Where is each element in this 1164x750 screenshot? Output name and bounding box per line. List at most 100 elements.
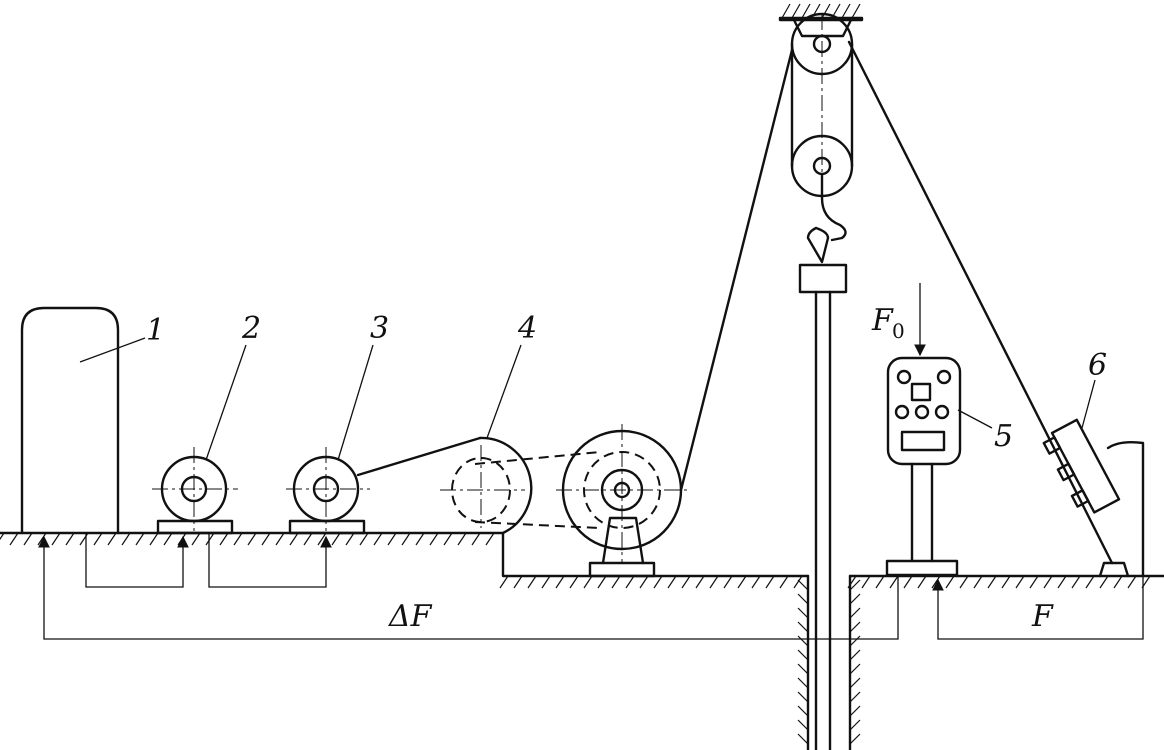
hatch-line (797, 663, 809, 675)
winch-drum (556, 424, 690, 578)
hook-icon (820, 173, 847, 242)
hatch-line (639, 575, 649, 589)
hatch-line (219, 532, 229, 546)
hatch-line (849, 733, 861, 745)
label-5: 5 (994, 419, 1013, 454)
hatch-line (849, 663, 861, 675)
hatch-line (903, 575, 913, 589)
hatch-line (429, 532, 439, 546)
hatch-line (841, 3, 851, 19)
hatch-line (737, 575, 747, 589)
hatch-line (667, 575, 677, 589)
hatch-line (849, 705, 861, 717)
hatch-line (471, 532, 481, 546)
leader-4 (486, 344, 522, 439)
hatch-line (849, 593, 861, 605)
hatch-line (1057, 575, 1067, 589)
hatch-line (889, 575, 899, 589)
hatch-line (415, 532, 425, 546)
hatch-line (261, 532, 271, 546)
hatch-line (875, 575, 885, 589)
hatch-line (861, 575, 871, 589)
hatch-line (107, 532, 117, 546)
hatch-line (797, 677, 809, 689)
hatch-line (177, 532, 187, 546)
hatch-line (779, 575, 789, 589)
label-6: 6 (1088, 348, 1107, 383)
gearbox-4 (356, 436, 601, 535)
hatch-line (387, 532, 397, 546)
hatch-line (555, 575, 565, 589)
hatch-line (849, 649, 861, 661)
hatch-line (345, 532, 355, 546)
hatch-line (797, 593, 809, 605)
hatch-line (611, 575, 621, 589)
label-1: 1 (146, 313, 165, 348)
controller-5 (885, 283, 962, 577)
hatch-line (65, 532, 75, 546)
hatch-line (791, 3, 801, 19)
label-4: 4 (517, 311, 537, 346)
hatch-line (1071, 575, 1081, 589)
hatch-line (849, 621, 861, 633)
hatch-line (289, 532, 299, 546)
hatch-line (797, 579, 809, 591)
hatch-line (37, 532, 47, 546)
hatch-line (797, 621, 809, 633)
hatch-line (275, 532, 285, 546)
hatch-line (765, 575, 775, 589)
hatch-line (373, 532, 383, 546)
well-shaft (797, 574, 861, 750)
hatch-line (1015, 575, 1025, 589)
hatch-line (1113, 575, 1123, 589)
hatch-line (797, 705, 809, 717)
hatch-line (303, 532, 313, 546)
hatch-line (163, 532, 173, 546)
label-2: 2 (241, 311, 261, 346)
hatch-line (973, 575, 983, 589)
hatch-line (797, 691, 809, 703)
hatch-line (233, 532, 243, 546)
hatch-line (723, 575, 733, 589)
hatch-line (1001, 575, 1011, 589)
hatch-line (457, 532, 467, 546)
label-f0: F (871, 303, 894, 338)
hatch-line (681, 575, 691, 589)
hatch-line (797, 733, 809, 745)
hatch-line (23, 532, 33, 546)
hatch-line (797, 635, 809, 647)
leader-6 (1081, 379, 1096, 429)
hatch-line (1099, 575, 1109, 589)
derrick (679, 3, 1114, 750)
hatch-line (751, 575, 761, 589)
hatch-line (781, 3, 791, 19)
sensor-6 (1042, 418, 1145, 578)
feedback-loops (38, 533, 1144, 640)
ground (0, 531, 1164, 589)
hatch-line (849, 607, 861, 619)
hatch-line (987, 575, 997, 589)
hatch-line (801, 3, 811, 19)
hatch-line (917, 575, 927, 589)
hatch-line (797, 607, 809, 619)
hatch-line (653, 575, 663, 589)
hatch-line (695, 575, 705, 589)
leader-1 (79, 337, 146, 363)
hatch-line (359, 532, 369, 546)
leader-5 (957, 409, 993, 429)
hatch-line (401, 532, 411, 546)
hatch-line (849, 691, 861, 703)
hatch-line (149, 532, 159, 546)
hatch-line (849, 719, 861, 731)
power-cabinet (20, 306, 120, 535)
hatch-line (9, 532, 19, 546)
hatch-line (1127, 575, 1137, 589)
label-delta-f: ΔF (388, 599, 433, 634)
hatch-line (797, 649, 809, 661)
hatch-line (849, 635, 861, 647)
hatch-line (569, 575, 579, 589)
hatch-line (513, 575, 523, 589)
motor-3 (286, 447, 370, 535)
hatch-line (79, 532, 89, 546)
hatch-line (1085, 575, 1095, 589)
